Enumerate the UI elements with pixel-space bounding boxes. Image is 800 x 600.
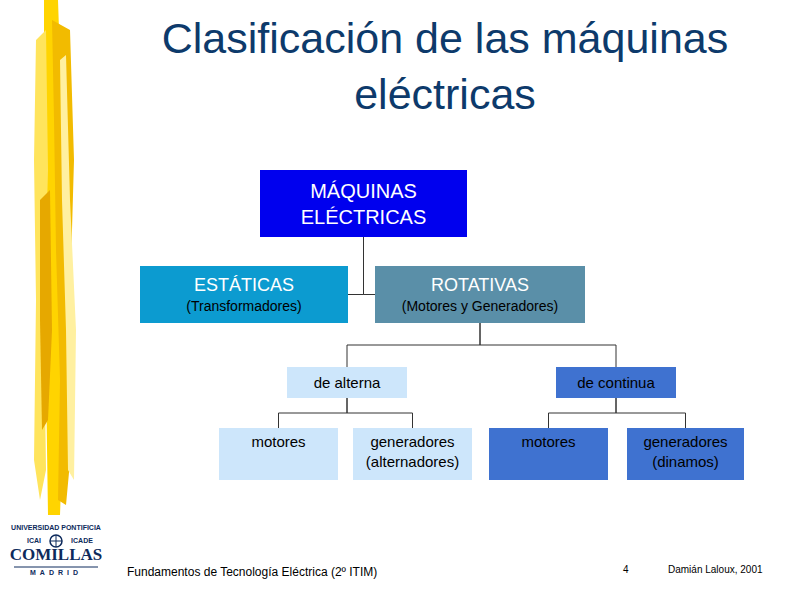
branch-box: de alterna	[287, 367, 407, 398]
tree-connector	[279, 398, 348, 428]
logo-text: MADRID	[8, 569, 104, 577]
tree-connector	[347, 398, 413, 428]
tree-connector	[480, 323, 616, 367]
footer-text: Fundamentos de Tecnología Eléctrica (2º …	[127, 566, 377, 579]
branch-box: de continua	[556, 367, 676, 398]
leaf-box: generadores (dinamos)	[627, 428, 744, 480]
slide-title: Clasificación de las máquinas eléctricas	[100, 10, 790, 122]
tree-connector	[549, 398, 617, 428]
box-heading: generadores (dinamos)	[633, 432, 738, 471]
leaf-box: generadores (alternadores)	[353, 428, 472, 480]
tree-connector	[347, 323, 480, 367]
box-heading: ROTATIVAS	[431, 274, 529, 297]
tree-connector	[348, 237, 364, 295]
box-heading: de continua	[577, 373, 655, 393]
logo-name: COMILLAS	[8, 546, 104, 565]
box-heading: MÁQUINAS ELÉCTRICAS	[266, 178, 461, 230]
logo-text: UNIVERSIDAD PONTIFICIA	[8, 524, 104, 532]
logo-text: ICADE	[66, 537, 98, 545]
tree-connector	[364, 237, 376, 295]
leaf-box: motores	[219, 428, 338, 480]
box-heading: generadores (alternadores)	[359, 432, 466, 471]
yellow-brush-stripe	[34, 0, 76, 515]
footer-author: Damián Laloux, 2001	[668, 564, 763, 575]
box-subtitle: (Transformadores)	[186, 297, 301, 315]
root-box: MÁQUINAS ELÉCTRICAS	[260, 170, 467, 237]
logo-text: ICAI	[22, 537, 46, 545]
category-box: ESTÁTICAS(Transformadores)	[140, 266, 348, 323]
box-heading: motores	[521, 432, 575, 452]
category-box: ROTATIVAS(Motores y Generadores)	[375, 266, 585, 323]
box-heading: ESTÁTICAS	[194, 274, 294, 297]
page-number: 4	[623, 564, 629, 575]
box-subtitle: (Motores y Generadores)	[402, 297, 558, 315]
leaf-box: motores	[489, 428, 608, 480]
tree-connector	[616, 398, 686, 428]
box-heading: de alterna	[314, 373, 381, 393]
box-heading: motores	[251, 432, 305, 452]
